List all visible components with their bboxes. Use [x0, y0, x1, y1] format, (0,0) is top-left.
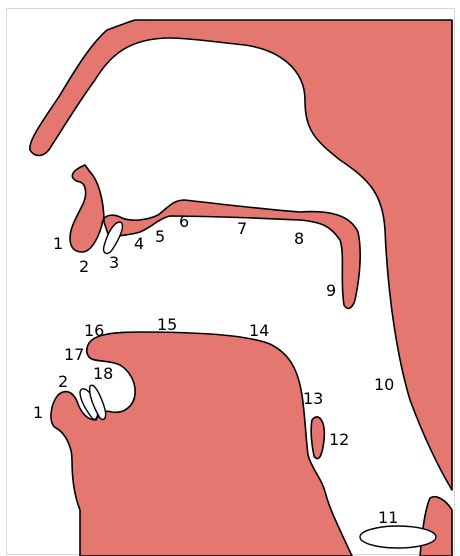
label-4-postalveolar: 4 [134, 234, 144, 253]
label-2-lower-teeth: 2 [58, 372, 68, 391]
label-17-tongue-tip: 17 [64, 345, 84, 364]
label-14-tongue-back: 14 [249, 321, 269, 340]
label-9-uvula: 9 [326, 281, 336, 300]
label-15-tongue-front: 15 [157, 315, 177, 334]
label-16-tongue-blade: 16 [84, 321, 104, 340]
glottis [360, 526, 436, 548]
label-18-sublaminal: 18 [93, 364, 113, 383]
label-7-velum: 7 [237, 219, 247, 238]
label-8-velum-back: 8 [294, 229, 304, 248]
label-2-upper-teeth: 2 [79, 257, 89, 276]
label-5-prepalatal: 5 [155, 227, 165, 246]
label-3-alveolar-ridge: 3 [109, 253, 119, 272]
label-1-lower-lip: 1 [33, 403, 43, 422]
label-10-pharynx: 10 [374, 375, 394, 394]
label-1-upper-lip: 1 [53, 234, 63, 253]
label-6-hard-palate: 6 [179, 212, 189, 231]
label-11-glottis: 11 [378, 508, 398, 527]
epiglottis [311, 417, 324, 459]
label-13-tongue-root: 13 [303, 389, 323, 408]
label-12-epiglottis: 12 [329, 430, 349, 449]
